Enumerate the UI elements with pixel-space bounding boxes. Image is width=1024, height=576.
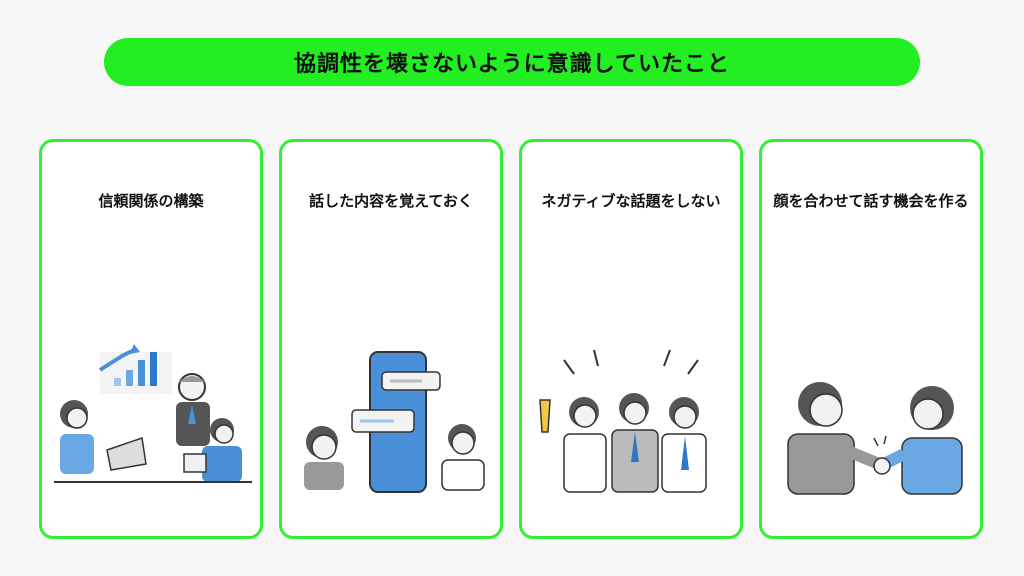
title-banner: 協調性を壊さないように意識していたこと bbox=[104, 38, 920, 86]
card-title: ネガティブな話題をしない bbox=[541, 192, 721, 210]
chat-smartphone-icon bbox=[304, 351, 485, 493]
cheering-team-icon bbox=[539, 349, 707, 493]
card-avoid-negative-topics: ネガティブな話題をしない bbox=[519, 139, 743, 539]
card-title: 信頼関係の構築 bbox=[98, 192, 204, 210]
meeting-presentation-icon bbox=[54, 344, 252, 483]
card-title: 顔を合わせて話す機会を作る bbox=[773, 192, 969, 210]
page-title: 協調性を壊さないように意識していたこと bbox=[294, 52, 730, 77]
card-face-to-face: 顔を合わせて話す機会を作る bbox=[759, 139, 983, 539]
card-trust-building: 信頼関係の構築 bbox=[39, 139, 263, 539]
card-remember-conversation: 話した内容を覚えておく bbox=[279, 139, 503, 539]
card-title: 話した内容を覚えておく bbox=[309, 192, 473, 210]
handshake-icon bbox=[787, 382, 963, 495]
